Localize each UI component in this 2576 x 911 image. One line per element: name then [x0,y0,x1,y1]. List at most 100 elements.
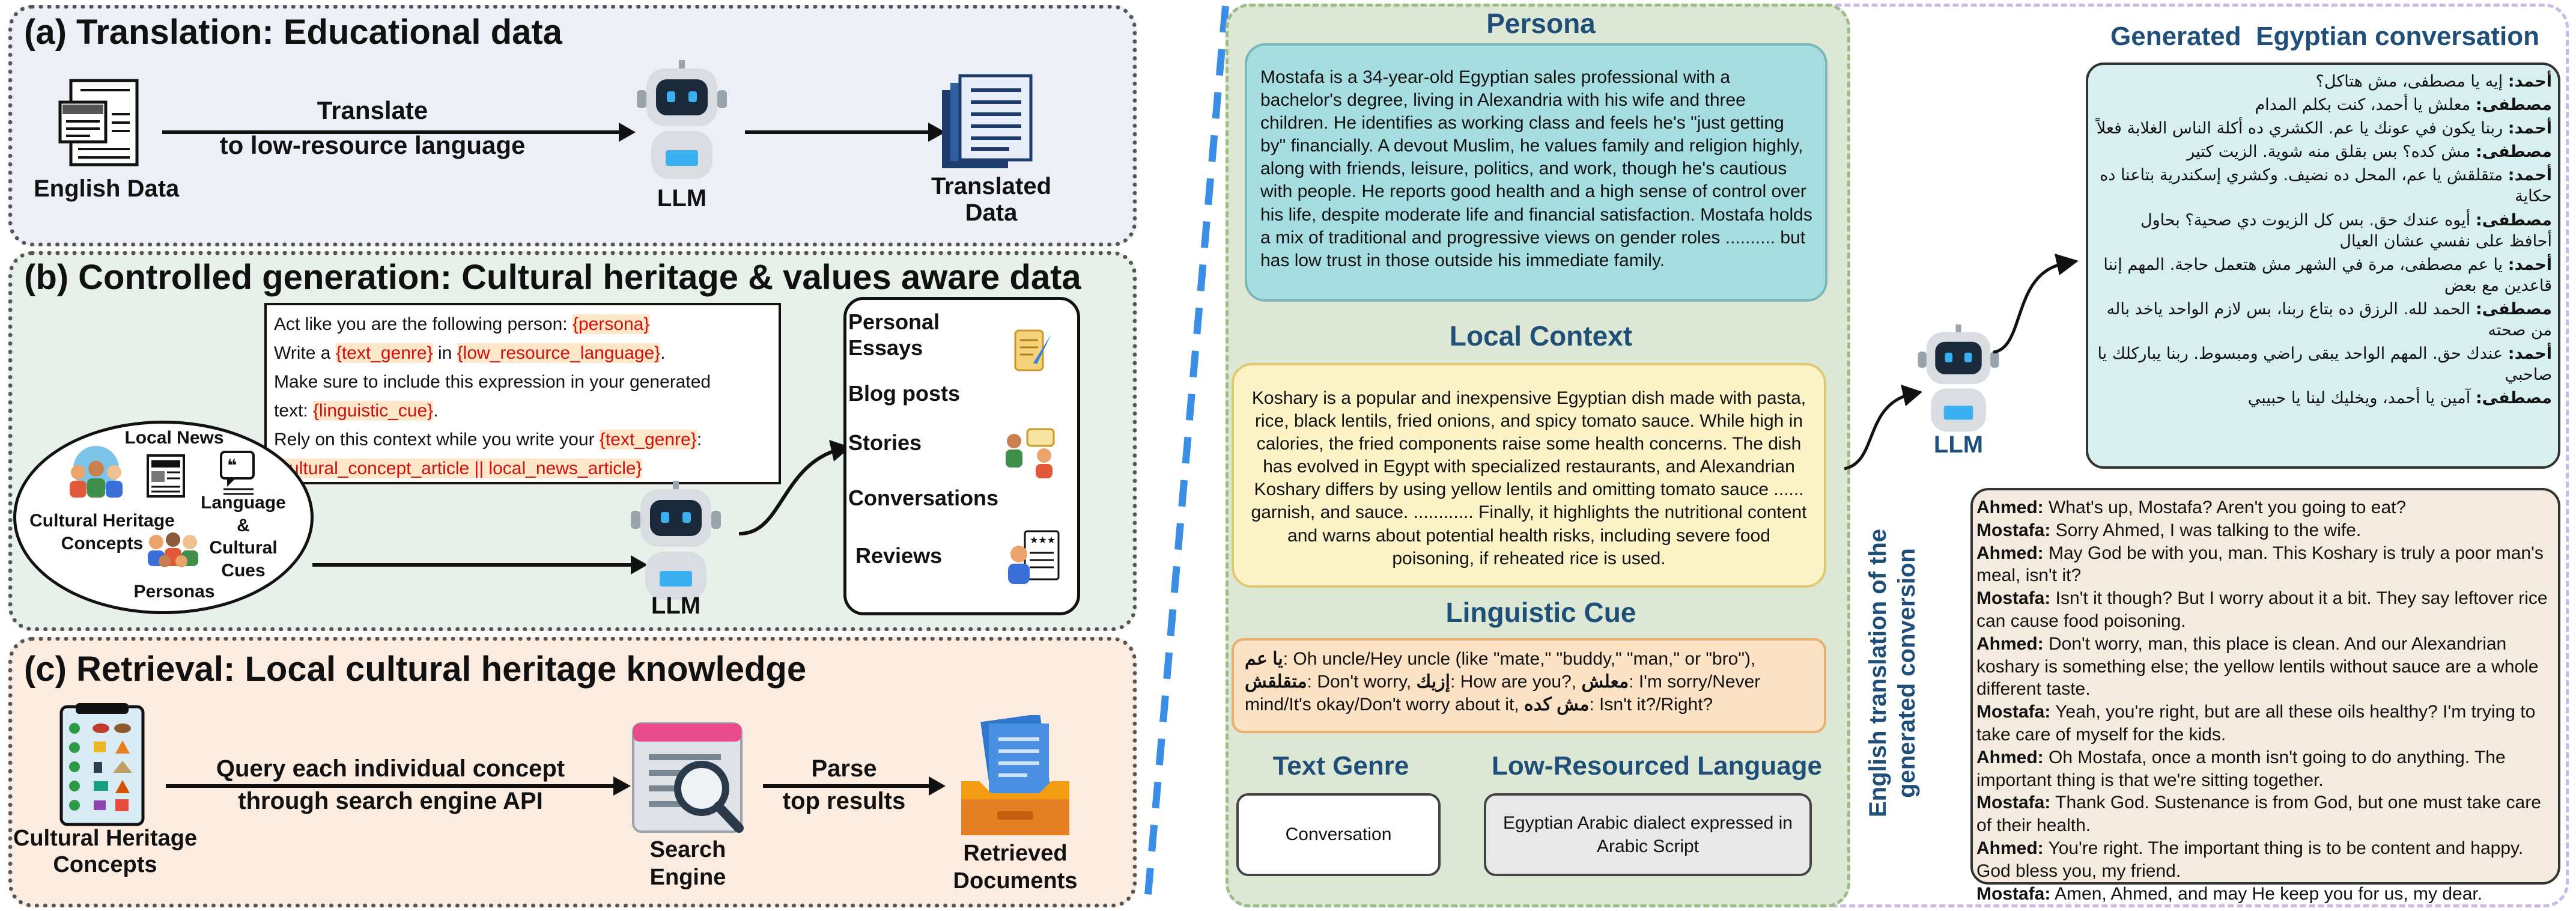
genre-line: Personal [848,309,940,334]
english-conversation: Ahmed: What's up, Mostafa? Aren't you go… [1976,496,2553,905]
query-line-2: through search engine API [238,788,543,814]
prompt-line-6: {cultural_concept_article || local_news_… [274,454,771,483]
cue-arabic: مش كده [1523,695,1590,715]
search-engine-icon [632,722,744,833]
retrieved-line-1: Retrieved [963,841,1068,866]
arabic-speaker: أحمد: [2508,344,2552,364]
llm-label: LLM [657,185,707,212]
retrieved-line-2: Documents [953,868,1078,894]
cue-english: : How are you?, [1450,672,1582,692]
arabic-utterance: معلش يا أحمد، كنت بكلم المدام [2255,96,2476,115]
arabic-line: مصطفى: معلش يا أحمد، كنت بكلم المدام [2094,94,2552,115]
language-cues-label: Language & Cultural Cues [192,492,294,582]
text-genre-title: Text Genre [1272,751,1409,781]
genre-stories: Stories [848,430,922,455]
english-utterance: What's up, Mostafa? Aren't you going to … [2043,498,2407,517]
document-icon [58,79,139,166]
linguistic-cue-box: يا عم: Oh uncle/Hey uncle (like "mate," … [1232,638,1826,733]
prompt-variable: {low_resource_language} [457,343,661,363]
query-arrow [166,776,631,796]
language-line-4: Cues [221,560,266,580]
prompt-box: Act like you are the following person: {… [264,303,781,484]
prompt-variable: {persona} [572,314,650,334]
genre-blog-posts: Blog posts [848,381,960,406]
cue-line-1: يا عم: Oh uncle/Hey uncle (like "mate," … [1245,648,1813,671]
cue-arabic: إزيك [1416,672,1450,692]
llm-to-genres-arrow [738,440,851,536]
parse-label: Parse top results [769,752,919,817]
english-speaker: Ahmed: [1976,498,2044,517]
newspaper-icon [147,454,185,498]
cue-english: : Don't worry, [1307,672,1417,692]
query-label: Query each individual concept through se… [162,752,619,817]
prompt-line-2: Write a {text_genre} in {low_resource_la… [274,339,771,368]
query-line-1: Query each individual concept [216,755,565,782]
cue-arabic: متقلقش [1245,672,1307,692]
english-speaker: Ahmed: [1976,747,2044,767]
arabic-utterance: آمين يا أحمد، ويخليك لينا يا حبيبي [2247,389,2476,408]
quote-icon: ❝ [220,451,255,495]
translate-label-2: to low-resource language [219,131,526,159]
personas-label: Personas [133,582,215,602]
concepts-line-2: Concepts [53,852,157,877]
prompt-variable: {text_genre} [335,343,433,363]
english-line: Ahmed: Don't worry, man, this place is c… [1976,633,2553,701]
output-arrow [745,123,946,142]
language-box: Egyptian Arabic dialect expressed in Ara… [1484,793,1812,876]
arabic-conversation-box [2086,62,2560,469]
cue-english: mind/It's okay/Don't worry about it, [1245,695,1524,715]
arabic-speaker: أحمد: [2508,255,2552,274]
storytelling-icon [1006,428,1055,478]
arabic-line: مصطفى: آمين يا أحمد، ويخليك لينا يا حبيب… [2094,388,2552,409]
divider-dashed-line [1144,5,1229,902]
concepts-line-1: Cultural Heritage [13,826,198,851]
language-line-2: & [237,515,250,535]
english-line: Ahmed: You're right. The important thing… [1976,837,2553,883]
prompt-variable: {linguistic_cue} [313,401,434,421]
persona-box: Mostafa is a 34-year-old Egyptian sales … [1245,43,1827,302]
prompt-text: . [660,343,666,363]
prompt-line-1: Act like you are the following person: {… [274,310,771,339]
prompt-line-4: text: {linguistic_cue}. [274,397,771,425]
prompt-line-3: Make sure to include this expression in … [274,372,711,392]
llm-label: LLM [1933,431,1984,458]
arabic-conversation: أحمد: إيه يا مصطفى، مش هتاكل؟ مصطفى: معلش… [2094,71,2552,411]
retrieved-documents-icon [961,715,1069,835]
cue-arabic: يا عم [1245,649,1283,669]
genre-conversations: Conversations [848,486,999,510]
panel-retrieval [8,637,1137,907]
english-line: Mostafa: Sorry Ahmed, I was talking to t… [1976,519,2553,542]
arabic-utterance: يا عم مصطفى، مرة في الشهر مش هتعمل حاجة.… [2103,255,2552,295]
oval-to-llm-arrow [312,555,648,574]
llm-robot-icon [631,481,721,600]
translated-data-line-2: Data [965,200,1018,226]
prompt-text: Act like you are the following person: [274,314,573,334]
local-context-title: Local Context [1449,320,1633,352]
generated-conversation-title: Generated Egyptian conversation [2110,22,2539,51]
arabic-utterance: الحمد لله. الرزق ده بتاع ربنا، بس لازم ا… [2106,299,2552,340]
search-engine-line-1: Search [649,837,726,862]
english-line: Mostafa: Yeah, you're right, but are all… [1976,701,2553,746]
people-icon [70,446,123,498]
cultural-heritage-line-2: Concepts [61,533,144,553]
arabic-utterance: إيه يا مصطفى، مش هتاكل؟ [2315,72,2508,91]
english-utterance: May God be with you, man. This Koshary i… [1976,543,2544,586]
language-value: Egyptian Arabic dialect expressed in Ara… [1503,813,1793,856]
arabic-speaker: مصطفى: [2475,210,2552,230]
translated-document-icon [942,74,1033,168]
arabic-line: مصطفى: مش كده؟ بس بقلق منه شوية. الزيت ك… [2094,141,2552,162]
reviewer-icon: ★★★ [1008,530,1060,584]
english-speaker: Ahmed: [1976,838,2044,858]
english-utterance: You're right. The important thing is to … [1976,838,2524,881]
search-engine-line-2: Engine [649,864,726,890]
english-data-label: English Data [34,175,180,202]
prompt-text: : [696,430,702,449]
english-line: Mostafa: Thank God. Sustenance is from G… [1976,791,2553,837]
english-speaker: Ahmed: [1976,543,2044,563]
english-label-line-1: English translation of the [1865,528,1891,818]
translated-data-label: Translated Data [919,173,1063,226]
arabic-line: أحمد: عندك حق. المهم الواحد يبقى راضي وم… [2094,343,2553,385]
cultural-heritage-label: Cultural Heritage Concepts [12,510,192,555]
cultural-heritage-concepts-label: Cultural Heritage Concepts [6,826,204,878]
prompt-text: Write a [274,343,336,363]
